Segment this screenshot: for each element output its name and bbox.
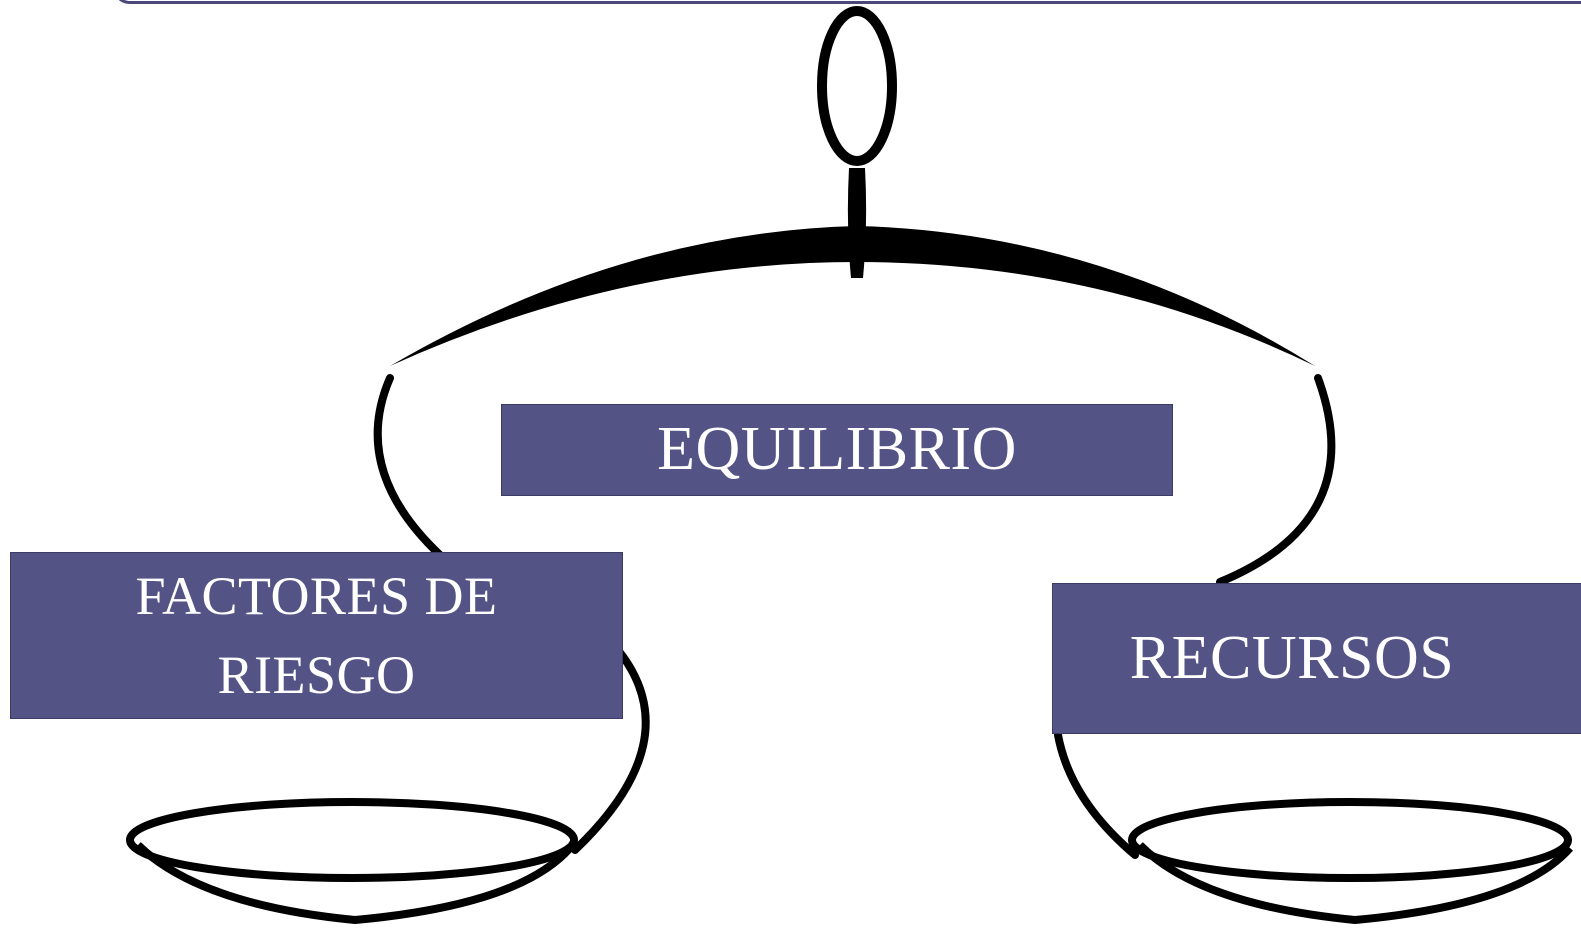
scale-left-pan-rim <box>126 798 578 882</box>
scale-right-pan-rim <box>1128 798 1572 882</box>
equilibrio-label: EQUILIBRIO <box>657 415 1017 484</box>
equilibrio-box: EQUILIBRIO <box>501 404 1173 496</box>
scale-ring <box>817 6 897 166</box>
scale-right-pan-bowl <box>1137 842 1574 925</box>
scale-right-chain-lower <box>1054 731 1139 859</box>
scale-left-pan-bowl <box>135 842 574 925</box>
risk-factors-label: FACTORES DE RIESGO <box>135 566 498 705</box>
scale-left-chain-lower <box>571 646 650 854</box>
resources-box: RECURSOS <box>1052 583 1581 734</box>
scale-right-chain <box>1216 374 1336 586</box>
risk-factors-box: FACTORES DE RIESGO <box>10 552 623 719</box>
scale-left-chain <box>373 374 444 559</box>
scale-beam <box>390 226 1315 366</box>
resources-label: RECURSOS <box>1129 623 1455 692</box>
